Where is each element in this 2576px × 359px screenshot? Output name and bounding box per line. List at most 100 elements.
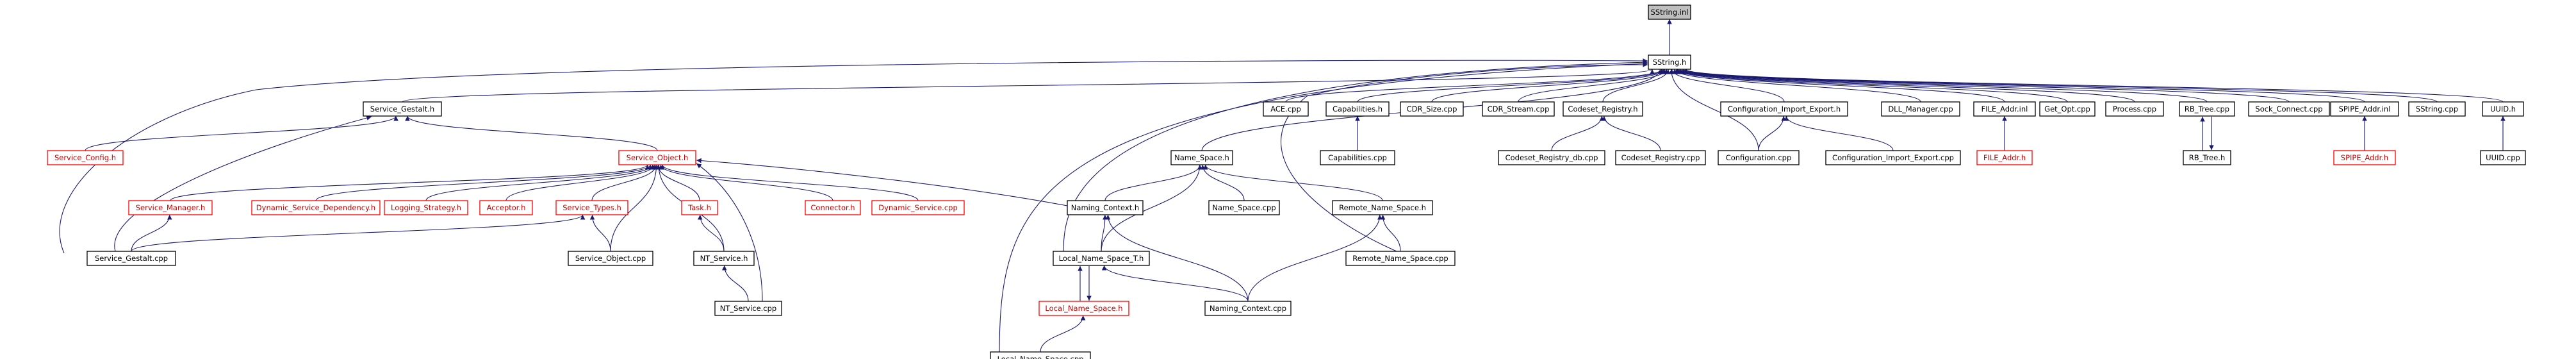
node-label: Naming_Context.cpp <box>1210 304 1286 313</box>
node-get-opt-cpp[interactable]: Get_Opt.cpp <box>2039 101 2096 117</box>
node-task-h[interactable]: Task.h <box>681 200 718 215</box>
node-name-space-h[interactable]: Name_Space.h <box>1170 150 1233 165</box>
edge-sock-connect-cpp-to-sstring-h <box>1679 69 2290 103</box>
node-local-name-space-h[interactable]: Local_Name_Space.h <box>1038 301 1129 316</box>
edge-cdr-stream-cpp-to-sstring-h <box>1518 69 1669 103</box>
node-box <box>1345 251 1456 266</box>
edge-file-addr-inl-to-sstring-h <box>1673 69 2005 103</box>
node-capabilities-cpp[interactable]: Capabilities.cpp <box>1320 150 1395 165</box>
node-local-name-space-cpp[interactable]: Local_Name_Space.cpp <box>990 351 1091 359</box>
node-box <box>2482 101 2524 117</box>
edge-rb-tree-cpp-to-sstring-h <box>1678 69 2208 103</box>
node-rb-tree-cpp[interactable]: RB_Tree.cpp <box>2179 101 2235 117</box>
node-dyn-dep-h[interactable]: Dynamic_Service_Dependency.h <box>251 200 381 215</box>
node-service-manager-h[interactable]: Service_Manager.h <box>128 200 213 215</box>
node-connector-h[interactable]: Connector.h <box>805 200 861 215</box>
node-service-object-h[interactable]: Service_Object.h <box>618 150 696 165</box>
edge-service-gestalt-cpp-to-sstring-h <box>59 58 1648 254</box>
node-naming-context-h[interactable]: Naming_Context.h <box>1067 200 1144 215</box>
node-box <box>2105 101 2164 117</box>
node-cdr-size-cpp[interactable]: CDR_Size.cpp <box>1400 101 1464 117</box>
node-cdr-stream-cpp[interactable]: CDR_Stream.cpp <box>1482 101 1555 117</box>
edge-dynamic-service-cpp-to-service-object-h <box>660 164 919 201</box>
node-label: Configuration_Import_Export.h <box>1728 104 1841 113</box>
node-label: Local_Name_Space_T.h <box>1059 254 1144 263</box>
edge-local-name-space-cpp-to-local-name-space-h <box>1040 315 1086 353</box>
edge-remote-name-space-cpp-to-remote-name-space-h <box>1380 214 1401 252</box>
node-dynamic-service-cpp[interactable]: Dynamic_Service.cpp <box>871 200 965 215</box>
node-remote-name-space-h[interactable]: Remote_Name_Space.h <box>1332 200 1433 215</box>
node-label: Service_Types.h <box>562 203 621 212</box>
node-box <box>1053 251 1150 266</box>
edge-sstring-cpp-to-sstring-h <box>1682 69 2438 103</box>
node-configuration-cpp[interactable]: Configuration.cpp <box>1718 150 1800 165</box>
node-box <box>251 200 381 215</box>
node-uuid-h[interactable]: UUID.h <box>2482 101 2524 117</box>
node-config-import-export-cpp[interactable]: Configuration_Import_Export.cpp <box>1825 150 1961 165</box>
node-box <box>1498 150 1605 165</box>
node-ace-cpp[interactable]: ACE.cpp <box>1263 101 1309 117</box>
node-spipe-addr-inl[interactable]: SPIPE_Addr.inl <box>2330 101 2399 117</box>
node-dll-manager-cpp[interactable]: DLL_Manager.cpp <box>1881 101 1960 117</box>
node-box <box>479 200 533 215</box>
node-nt-service-h[interactable]: NT_Service.h <box>693 251 755 266</box>
node-box <box>2333 150 2396 165</box>
node-service-types-h[interactable]: Service_Types.h <box>555 200 628 215</box>
node-sstring-inl[interactable]: SString.inl <box>1648 4 1691 20</box>
node-codeset-registry-h[interactable]: Codeset_Registry.h <box>1563 101 1643 117</box>
edge-ace-cpp-to-sstring-h <box>1285 69 1664 103</box>
node-label: Remote_Name_Space.cpp <box>1352 254 1448 263</box>
edge-remote-name-space-cpp-to-sstring-h <box>1280 62 1648 252</box>
node-box <box>384 200 468 215</box>
edge-naming-context-h-to-name-space-h <box>1104 164 1202 201</box>
edge-dll-manager-cpp-to-sstring-h <box>1672 69 1921 103</box>
node-box <box>555 200 628 215</box>
node-service-config-h[interactable]: Service_Config.h <box>47 150 124 165</box>
edge-service-object-cpp-to-service-types-h <box>589 214 611 252</box>
edges-layer <box>59 19 2506 355</box>
node-box <box>1563 101 1643 117</box>
node-nt-service-cpp[interactable]: NT_Service.cpp <box>714 301 782 316</box>
edge-name-space-cpp-to-name-space-h <box>1200 164 1245 201</box>
edge-naming-context-h-to-service-object-h <box>696 158 1068 206</box>
node-label: Capabilities.h <box>1333 104 1382 113</box>
edge-logging-strategy-h-to-service-object-h <box>425 164 655 201</box>
node-label: Codeset_Registry_db.cpp <box>1505 153 1598 162</box>
edge-connector-h-to-service-object-h <box>658 164 833 201</box>
edge-service-gestalt-cpp-to-service-gestalt-h <box>114 115 372 252</box>
edge-dyn-dep-h-to-service-object-h <box>315 164 653 201</box>
node-box <box>1976 150 2033 165</box>
node-sstring-h[interactable]: SString.h <box>1648 54 1691 70</box>
node-label: Local_Name_Space.cpp <box>997 355 1084 359</box>
edge-process-cpp-to-sstring-h <box>1676 69 2135 103</box>
node-acceptor-h[interactable]: Acceptor.h <box>479 200 533 215</box>
node-rb-tree-h[interactable]: RB_Tree.h <box>2183 150 2231 165</box>
node-box <box>990 351 1091 359</box>
node-service-gestalt-cpp[interactable]: Service_Gestalt.cpp <box>86 251 176 266</box>
node-box <box>1067 200 1144 215</box>
node-naming-context-cpp[interactable]: Naming_Context.cpp <box>1204 301 1292 316</box>
node-name-space-cpp[interactable]: Name_Space.cpp <box>1208 200 1280 215</box>
node-label: SPIPE_Addr.h <box>2341 153 2388 162</box>
node-sstring-cpp[interactable]: SString.cpp <box>2408 101 2466 117</box>
node-process-cpp[interactable]: Process.cpp <box>2105 101 2164 117</box>
node-codeset-registry-cpp[interactable]: Codeset_Registry.cpp <box>1615 150 1706 165</box>
node-file-addr-h[interactable]: FILE_Addr.h <box>1976 150 2033 165</box>
node-codeset-registry-bmp-cpp[interactable]: Codeset_Registry_db.cpp <box>1498 150 1605 165</box>
node-uuid-cpp[interactable]: UUID.cpp <box>2480 150 2526 165</box>
node-box <box>1332 200 1433 215</box>
node-sock-connect-cpp[interactable]: Sock_Connect.cpp <box>2248 101 2330 117</box>
node-label: RB_Tree.h <box>2189 153 2226 162</box>
node-remote-name-space-cpp[interactable]: Remote_Name_Space.cpp <box>1345 251 1456 266</box>
node-box <box>2179 101 2235 117</box>
node-local-name-space-t-h[interactable]: Local_Name_Space_T.h <box>1053 251 1150 266</box>
node-logging-strategy-h[interactable]: Logging_Strategy.h <box>384 200 468 215</box>
node-box <box>693 251 755 266</box>
node-service-gestalt-h[interactable]: Service_Gestalt.h <box>363 101 442 117</box>
node-file-addr-inl[interactable]: FILE_Addr.inl <box>1973 101 2036 117</box>
node-capabilities-h[interactable]: Capabilities.h <box>1325 101 1390 117</box>
node-label: Task.h <box>687 203 711 212</box>
node-service-object-cpp[interactable]: Service_Object.cpp <box>568 251 653 266</box>
node-spipe-addr-h[interactable]: SPIPE_Addr.h <box>2333 150 2396 165</box>
node-config-import-export-h[interactable]: Configuration_Import_Export.h <box>1720 101 1848 117</box>
